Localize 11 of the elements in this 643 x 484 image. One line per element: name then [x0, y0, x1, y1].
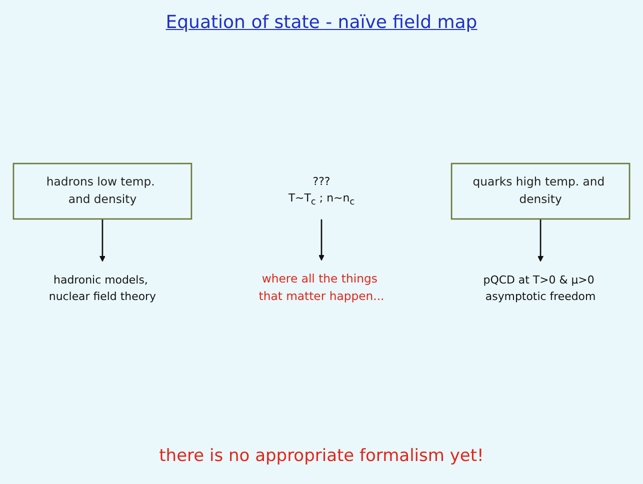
node-text: hadronic models, nuclear field theory [48, 273, 156, 303]
title: Equation of state - naïve field map [166, 12, 478, 33]
node-box: hadrons low temp. and density [12, 162, 192, 220]
node-text: pQCD at T>0 & μ>0 asymptotic freedom [483, 273, 596, 303]
arrow [318, 219, 324, 261]
arrow [99, 218, 106, 262]
node-text: where all the things that matter happen... [258, 272, 384, 304]
node-text: ??? T~T$_{c}$ ; n~n$_{c}$ [288, 174, 355, 208]
note-text: there is no appropriate formalism yet! [159, 446, 484, 466]
node-box: quarks high temp. and density [450, 162, 630, 220]
arrow [538, 218, 544, 262]
